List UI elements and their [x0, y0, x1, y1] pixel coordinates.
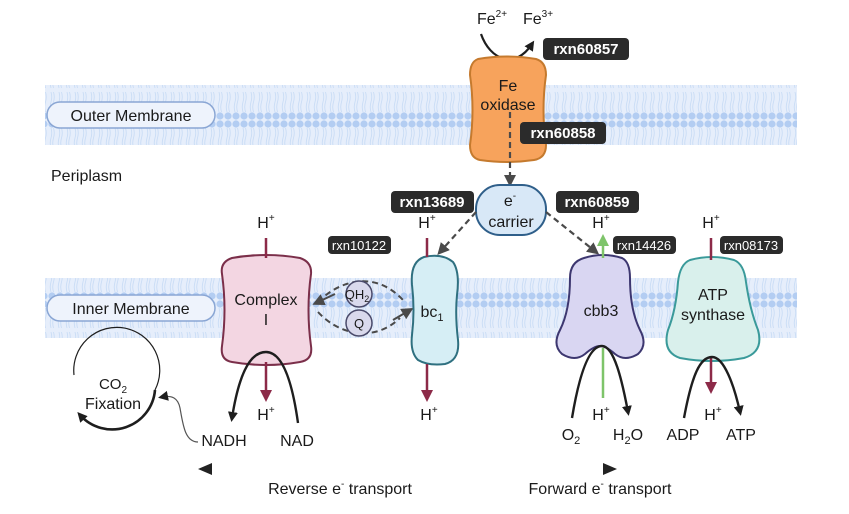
reverse-transport-arrowhead: [198, 463, 212, 475]
inner-membrane-label: Inner Membrane: [46, 294, 216, 322]
forward-transport-arrowhead: [603, 463, 617, 475]
nad-label: NAD: [280, 433, 314, 450]
rxn14426-badge[interactable]: rxn14426: [613, 236, 676, 254]
bc1-label: bc1: [420, 304, 443, 324]
qh2-to-complex-i-arrow: [312, 293, 336, 305]
periplasm-label: Periplasm: [51, 168, 122, 185]
h2o-label: H2O: [613, 427, 643, 447]
nad-to-nadh-arrow: [227, 350, 300, 424]
co2-fixation-cycle[interactable]: CO2 Fixation: [73, 326, 161, 431]
forward-transport-label: Forward e- transport: [529, 479, 673, 498]
rxn13689-badge[interactable]: rxn13689: [391, 191, 474, 213]
fe3-label: Fe3+: [523, 9, 553, 28]
reverse-transport-label: Reverse e- transport: [268, 479, 412, 498]
cbb3-proton-top: H+: [592, 213, 610, 232]
nadh-to-fixation-arrow: [158, 390, 199, 443]
complex-i-proton-top: H+: [257, 213, 275, 232]
rxn08173-badge[interactable]: rxn08173: [720, 236, 783, 254]
complex-i-proton-bottom: H+: [257, 405, 275, 424]
fe-oxidase-line2: oxidase: [480, 97, 535, 114]
rxn60857-text: rxn60857: [553, 41, 618, 58]
fe2-label: Fe2+: [477, 9, 507, 28]
rxn13689-text: rxn13689: [399, 194, 464, 211]
fe-oxidation-arrow: [479, 33, 535, 61]
cbb3-oxidase[interactable]: cbb3: [555, 254, 645, 359]
atp-synthase-line2: synthase: [681, 307, 745, 324]
fe-oxidase-line1: Fe: [499, 78, 518, 95]
q-molecule[interactable]: Q: [345, 309, 373, 337]
rxn08173-text: rxn08173: [724, 238, 778, 253]
bc1-proton-top: H+: [418, 213, 436, 232]
rxn60859-badge[interactable]: rxn60859: [556, 191, 639, 213]
q-label: Q: [354, 316, 364, 331]
carrier-to-bc1-arrow: [437, 211, 477, 255]
complex-i-line1: Complex: [234, 292, 297, 309]
rxn60857-badge[interactable]: rxn60857: [543, 38, 629, 60]
rxn60858-badge[interactable]: rxn60858: [520, 122, 606, 144]
rxn14426-text: rxn14426: [617, 238, 671, 253]
o2-to-h2o-arrow: [570, 344, 632, 419]
e-carrier[interactable]: e- carrier: [475, 184, 547, 236]
co2-label: CO2: [99, 376, 128, 396]
o2-label: O2: [562, 427, 581, 447]
adp-label: ADP: [667, 427, 700, 444]
e-carrier-line2: carrier: [488, 214, 534, 231]
nadh-label: NADH: [201, 433, 246, 450]
adp-to-atp-arrow: [682, 355, 744, 419]
fe-oxidase[interactable]: Fe oxidase: [468, 55, 548, 163]
rxn10122-badge[interactable]: rxn10122: [328, 236, 391, 254]
atp-synthase-line1: ATP: [698, 287, 728, 304]
outer-membrane: [45, 85, 797, 145]
atp-synthase-proton-bottom: H+: [704, 405, 722, 424]
outer-membrane-label: Outer Membrane: [46, 101, 216, 129]
rxn60859-text: rxn60859: [564, 194, 629, 211]
co2-cycle-arrow: [77, 389, 157, 431]
inner-membrane-text: Inner Membrane: [72, 301, 189, 318]
bc1-complex[interactable]: bc1: [410, 254, 460, 366]
q-to-bc1-arrow: [392, 307, 414, 321]
qh2-label: QH2: [345, 287, 370, 304]
cbb3-label: cbb3: [584, 303, 619, 320]
outer-membrane-text: Outer Membrane: [71, 108, 192, 125]
atp-label: ATP: [726, 427, 756, 444]
complex-i[interactable]: Complex I: [220, 254, 313, 366]
qh2-molecule[interactable]: QH2: [345, 280, 373, 308]
fixation-label: Fixation: [85, 396, 141, 413]
rxn10122-text: rxn10122: [332, 238, 386, 253]
e-carrier-line1: e-: [504, 191, 516, 210]
carrier-to-cbb3-arrow: [545, 211, 600, 255]
complex-i-line2: I: [264, 312, 268, 329]
atp-synthase-proton-top: H+: [702, 213, 720, 232]
rxn60858-text: rxn60858: [530, 125, 595, 142]
atp-synthase[interactable]: ATP synthase: [665, 256, 761, 362]
cbb3-proton-bottom: H+: [592, 405, 610, 424]
bc1-proton-bottom: H+: [420, 405, 438, 424]
